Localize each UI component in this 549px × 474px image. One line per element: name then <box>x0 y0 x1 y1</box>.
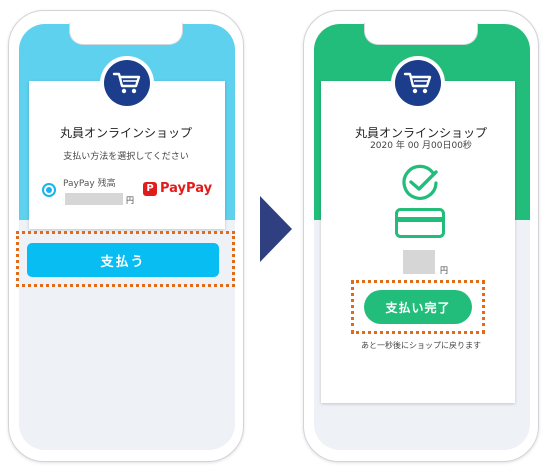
check-circle-icon <box>402 164 438 200</box>
paypay-mark-icon: P <box>143 181 157 196</box>
shop-logo <box>391 56 445 110</box>
shop-name: 丸員オンラインショップ <box>354 126 487 140</box>
phone-notch <box>364 23 478 45</box>
completion-card <box>321 81 515 403</box>
arrow-right-icon <box>260 196 292 262</box>
payment-complete-button[interactable]: 支払い完了 <box>364 290 472 324</box>
paypay-radio[interactable] <box>42 183 56 197</box>
pay-button[interactable]: 支払う <box>27 243 219 277</box>
return-message: あと一秒後にショップに戻ります <box>361 341 481 350</box>
shopping-cart-icon <box>403 72 432 94</box>
amount-placeholder <box>65 193 123 205</box>
payment-instruction: 支払い方法を選択してください <box>63 152 189 162</box>
complete-button-highlight <box>351 280 485 334</box>
shop-name: 丸員オンラインショップ <box>59 126 192 140</box>
payment-datetime: 2020 年 00 月00日00秒 <box>370 141 472 151</box>
amount-placeholder <box>403 250 435 274</box>
currency-label: 円 <box>440 266 448 275</box>
currency-label: 円 <box>126 196 134 205</box>
phone-notch <box>69 23 183 45</box>
shop-logo <box>100 56 154 110</box>
shopping-cart-icon <box>112 72 141 94</box>
pay-button-highlight <box>16 231 235 287</box>
paypay-balance-label: PayPay 残高 <box>63 179 116 189</box>
phone-payment-complete: 丸員オンラインショップ <box>303 10 539 462</box>
paypay-logo: P PayPay <box>143 181 212 196</box>
phone-payment-select: 丸員オンラインショップ 支払い方法を選択してください <box>8 10 244 462</box>
credit-card-icon <box>395 208 445 238</box>
paypay-brand-name: PayPay <box>160 181 213 196</box>
